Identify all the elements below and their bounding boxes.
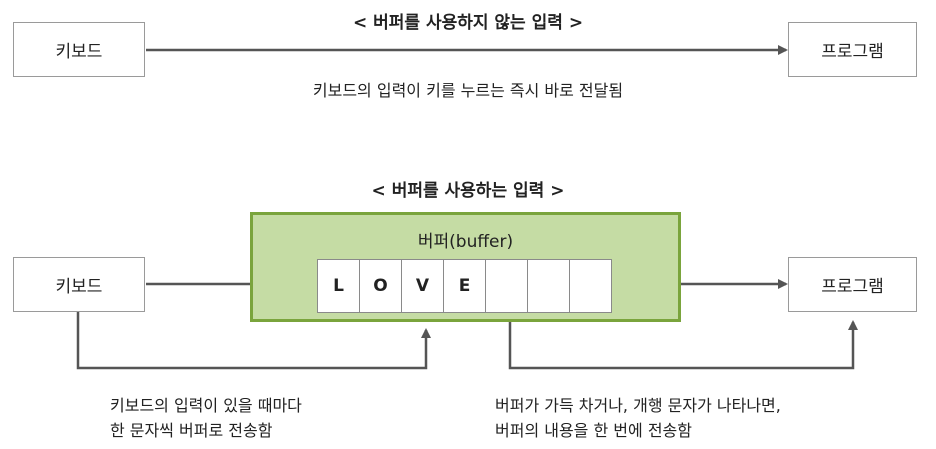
buffer-transfer-path — [508, 320, 858, 370]
right-caption: 버퍼가 가득 차거나, 개행 문자가 나타나면, 버퍼의 내용을 한 번에 전송… — [495, 393, 781, 443]
buffer-cell: V — [401, 259, 444, 313]
top-keyboard-box: 키보드 — [13, 22, 145, 77]
top-program-label: 프로그램 — [821, 42, 884, 62]
right-caption-line2: 버퍼의 내용을 한 번에 전송함 — [495, 421, 692, 440]
bottom-keyboard-label: 키보드 — [55, 277, 103, 297]
right-caption-line1: 버퍼가 가득 차거나, 개행 문자가 나타나면, — [495, 396, 781, 415]
bottom-keyboard-box: 키보드 — [13, 257, 145, 312]
left-caption: 키보드의 입력이 있을 때마다 한 문자씩 버퍼로 전송함 — [110, 393, 302, 443]
buffer-cell — [527, 259, 570, 313]
keyboard-transfer-path — [76, 312, 431, 370]
buffer-cell: O — [359, 259, 402, 313]
buffer-box: 버퍼(buffer) L O V E — [250, 212, 681, 322]
left-caption-line1: 키보드의 입력이 있을 때마다 — [110, 396, 302, 415]
top-section-title: < 버퍼를 사용하지 않는 입력 > — [352, 13, 584, 33]
buffer-cell — [485, 259, 528, 313]
buffer-cells: L O V E — [317, 259, 612, 313]
top-program-box: 프로그램 — [788, 22, 917, 77]
bottom-program-label: 프로그램 — [821, 277, 884, 297]
buffer-label: 버퍼(buffer) — [417, 232, 514, 252]
left-caption-line2: 한 문자씩 버퍼로 전송함 — [110, 421, 273, 440]
top-keyboard-label: 키보드 — [55, 42, 103, 62]
buffer-cell — [569, 259, 612, 313]
buffer-cell: L — [317, 259, 360, 313]
bottom-program-box: 프로그램 — [788, 257, 917, 312]
buffer-cell: E — [443, 259, 486, 313]
top-caption: 키보드의 입력이 키를 누르는 즉시 바로 전달됨 — [312, 81, 624, 100]
bottom-section-title: < 버퍼를 사용하는 입력 > — [371, 181, 565, 201]
